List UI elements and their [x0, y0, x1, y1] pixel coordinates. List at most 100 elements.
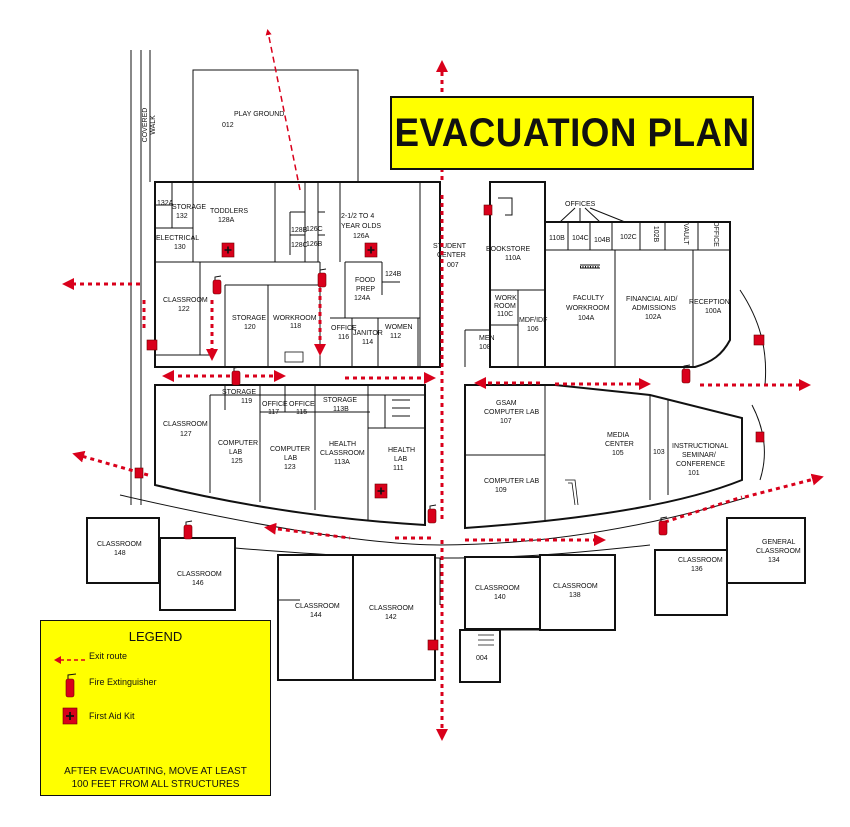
room-label: CLASSROOM	[475, 585, 520, 592]
room-label: FACULTY	[573, 295, 604, 302]
room-label: WORKROOM	[273, 315, 317, 322]
exit-route-arrow	[265, 29, 301, 191]
room-number: 138	[569, 592, 581, 599]
room-label: CLASSROOM	[163, 297, 208, 304]
legend: LEGEND Exit route Fire Extinguisher Firs…	[40, 620, 271, 796]
room-label: HEALTH	[388, 447, 415, 454]
room-label: STUDENT	[433, 243, 467, 250]
room-label: CLASSROOM	[295, 603, 340, 610]
room-number: 124A	[354, 295, 371, 302]
legend-item-first-aid-kit: First Aid Kit	[53, 705, 135, 727]
room-number: 107	[500, 418, 512, 425]
room-number: 128C	[291, 242, 308, 249]
room-number: 106	[527, 326, 539, 333]
room-label: CLASSROOM	[97, 541, 142, 548]
room-label: STORAGE	[222, 389, 256, 396]
room-label: CLASSROOM	[320, 450, 365, 457]
room-number: 128A	[218, 217, 235, 224]
room-number: 100A	[705, 308, 722, 315]
room-playground: PLAY GROUND 012	[192, 69, 359, 183]
room-number: 004	[476, 655, 488, 662]
room-number: 111	[393, 465, 404, 472]
room-number: 114	[362, 339, 373, 346]
room-number: 120	[244, 324, 256, 331]
room-label: STORAGE	[232, 315, 266, 322]
room-number: 117	[268, 409, 279, 416]
room-label: CLASSROOM	[369, 605, 414, 612]
first-aid-kit-icon	[374, 483, 388, 499]
room-label: SEMINAR/	[682, 452, 716, 459]
fire-extinguisher-icon	[483, 204, 493, 216]
room-number: 110A	[505, 255, 521, 262]
room-label: WOMEN	[385, 324, 413, 331]
covered-walk-label-2: WALK	[150, 115, 157, 135]
building-north-east	[544, 207, 767, 386]
room-label: OFFICE	[331, 325, 357, 332]
building-south	[86, 517, 806, 683]
room-label: BOOKSTORE	[486, 246, 531, 253]
room-label: COMPUTER	[270, 446, 310, 453]
room-labels: STORAGE 132 132A TODDLERS 128A 128B 128C…	[97, 200, 801, 662]
room-number: 148	[114, 550, 126, 557]
room-number: 115	[296, 409, 307, 416]
room-number: 127	[180, 431, 192, 438]
legend-item-exit-route: Exit route	[53, 649, 127, 671]
room-number: 102A	[645, 314, 662, 321]
room-label: CLASSROOM	[678, 557, 723, 564]
room-number: 125	[231, 458, 243, 465]
exit-route-arrow	[264, 522, 351, 540]
room-number: 105	[612, 450, 624, 457]
room-number: 146	[192, 580, 204, 587]
building-center-west	[154, 384, 426, 527]
exit-routes	[62, 29, 824, 741]
room-label: RECEPTION	[689, 299, 730, 306]
room-number: 112	[390, 333, 401, 340]
fire-extinguisher-icon	[755, 431, 765, 443]
room-number: 123	[284, 464, 296, 471]
room-label: OFFICE	[262, 401, 288, 408]
room-number: 113B	[333, 406, 349, 413]
room-number: 104A	[578, 315, 595, 322]
room-label: CENTER	[437, 252, 466, 259]
fire-extinguisher-icon	[231, 366, 241, 386]
room-label: MEDIA	[607, 432, 630, 439]
fire-extinguisher-icon	[427, 504, 437, 524]
room-label: PLAY GROUND	[234, 111, 284, 118]
first-aid-kit-icon	[53, 705, 87, 727]
room-label: WORKROOM	[566, 305, 610, 312]
room-label: HEALTH	[329, 441, 356, 448]
fire-extinguisher-icon	[753, 334, 765, 346]
room-label: ADMISSIONS	[632, 305, 676, 312]
south-corridor	[119, 494, 746, 605]
room-number: 104B	[594, 237, 611, 244]
page-title: EVACUATION PLAN	[394, 110, 750, 155]
covered-walk: COVERED WALK	[130, 50, 157, 505]
room-number: 101	[688, 470, 700, 477]
room-label: COMPUTER LAB	[484, 409, 540, 416]
room-label: STORAGE	[172, 204, 206, 211]
room-label: FOOD	[355, 277, 375, 284]
title-banner: EVACUATION PLAN	[390, 96, 754, 170]
room-label: CLASSROOM	[163, 421, 208, 428]
legend-note-line: 100 FEET FROM ALL STRUCTURES	[71, 779, 240, 790]
room-number: 126A	[353, 233, 370, 240]
fire-extinguisher-icon	[427, 639, 439, 651]
room-number: 102B	[652, 226, 659, 243]
room-number: 119	[241, 398, 252, 405]
room-number: 118	[290, 323, 301, 330]
room-label: TODDLERS	[210, 208, 248, 215]
room-number: 104C	[572, 235, 589, 242]
room-number: 130	[174, 244, 186, 251]
room-label: ELECTRICAL	[156, 235, 199, 242]
exit-route-arrow	[664, 495, 743, 524]
room-label: STORAGE	[323, 397, 357, 404]
room-number: 102C	[620, 234, 637, 241]
fire-extinguishers	[134, 204, 765, 651]
room-label: ROOM	[494, 303, 516, 310]
room-number: 007	[447, 262, 459, 269]
room-number: 110B	[549, 235, 565, 242]
room-label: MEN	[479, 335, 495, 342]
room-number: 110C	[497, 311, 513, 318]
room-number: 132A	[157, 200, 174, 207]
